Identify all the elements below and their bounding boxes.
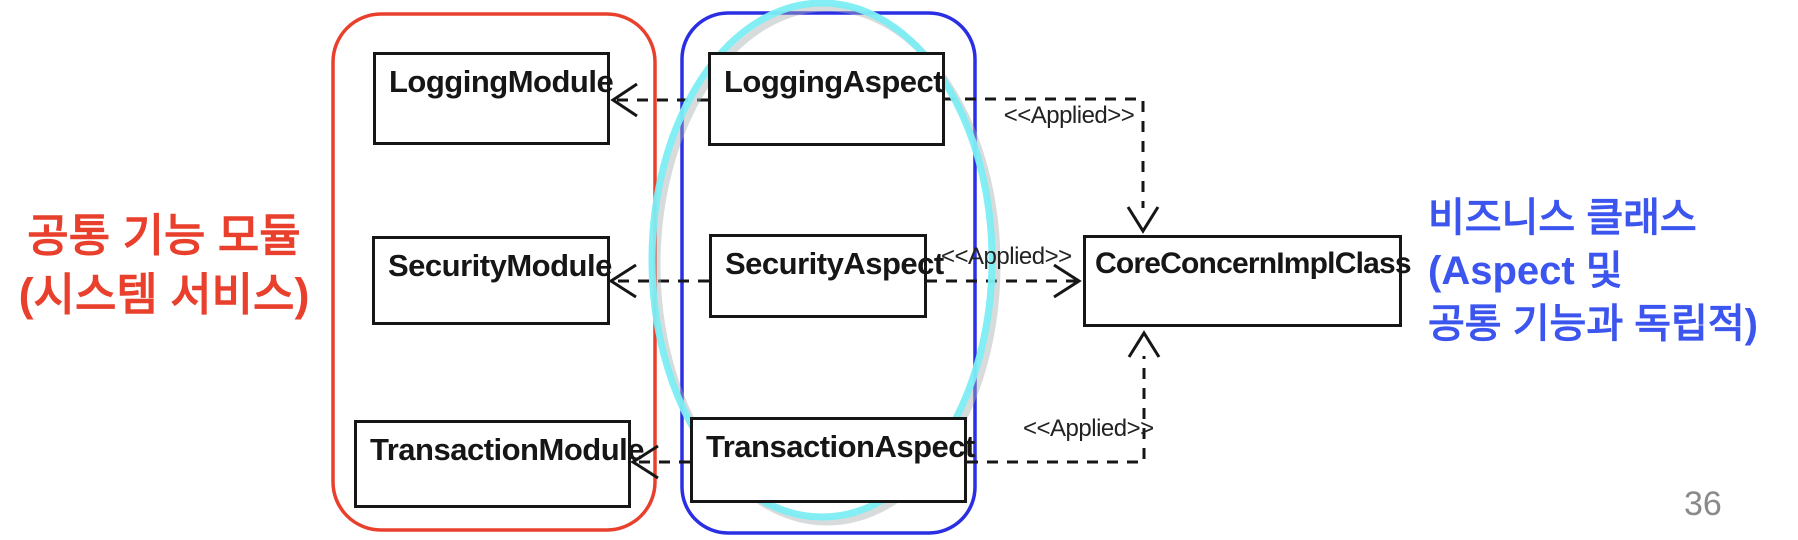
dependency-arrowhead-security xyxy=(608,263,637,299)
business-class-label-line2: (Aspect 및 xyxy=(1428,249,1623,293)
class-box-logging-module: LoggingModule xyxy=(373,52,614,145)
class-box-core-concern-impl: CoreConcernImplClass xyxy=(1083,235,1412,327)
class-box-security-module: SecurityModule xyxy=(372,236,612,325)
dependency-arrowhead-logging xyxy=(610,82,638,118)
applied-label-security: <<Applied>> xyxy=(941,243,1072,270)
business-class-label: 비즈니스 클래스 (Aspect 및 공통 기능과 독립적) xyxy=(1428,192,1796,351)
business-class-label-line3: 공통 기능과 독립적) xyxy=(1428,302,1758,346)
applied-label-transaction: <<Applied>> xyxy=(1023,415,1154,442)
applied-arrow-transaction xyxy=(967,356,1146,464)
class-box-transaction-aspect: TransactionAspect xyxy=(690,417,975,503)
page-number: 36 xyxy=(1684,485,1722,523)
module-group-label-line1: 공통 기능 모듈 xyxy=(27,210,301,261)
module-group-label-line2: (시스템 서비스) xyxy=(18,269,310,320)
business-class-label-line1: 비즈니스 클래스 xyxy=(1428,196,1697,240)
applied-label-logging: <<Applied>> xyxy=(1003,102,1135,129)
applied-arrowhead-transaction xyxy=(1127,330,1161,358)
module-group-label: 공통 기능 모듈 (시스템 서비스) xyxy=(8,206,320,324)
class-box-transaction-module: TransactionModule xyxy=(354,420,644,508)
class-box-logging-aspect: LoggingAspect xyxy=(708,52,945,146)
applied-arrowhead-logging xyxy=(1126,206,1160,234)
class-box-security-aspect: SecurityAspect xyxy=(709,234,944,318)
